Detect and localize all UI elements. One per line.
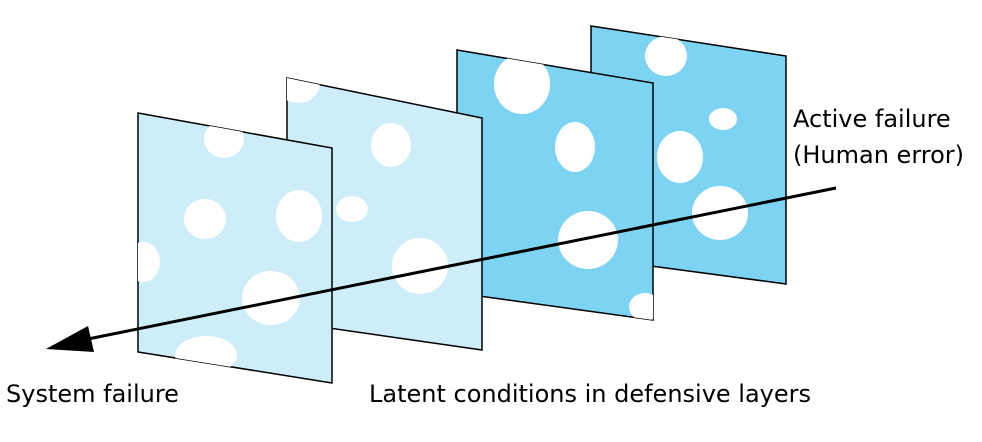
defensive-layer-3 [456, 49, 654, 321]
layer-3-plate [456, 49, 654, 321]
layer-2-holes [287, 78, 448, 294]
layer-4-holes [645, 36, 748, 240]
accident-trajectory [46, 186, 837, 352]
cheese-hole [645, 36, 687, 76]
cheese-hole [287, 78, 320, 103]
cheese-hole [392, 238, 448, 294]
cheese-hole [555, 122, 595, 172]
cheese-hole [657, 131, 703, 183]
cheese-hole [242, 271, 300, 325]
system-failure-label: System failure [6, 380, 179, 408]
cheese-hole [276, 190, 322, 242]
cheese-hole [175, 336, 237, 374]
layer-3-holes [494, 54, 653, 320]
human-error-label: (Human error) [793, 141, 965, 169]
active-failure-label: Active failure [793, 105, 951, 133]
trajectory-line [77, 186, 837, 343]
latent-conditions-label: Latent conditions in defensive layers [369, 380, 812, 408]
defensive-layer-1 [137, 112, 333, 384]
cheese-hole [371, 123, 411, 167]
cheese-hole [494, 54, 550, 114]
defensive-layer-2 [286, 77, 483, 351]
cheese-hole [629, 293, 653, 320]
layer-1-holes [138, 120, 322, 374]
cheese-hole [184, 199, 226, 239]
arrow-left-icon [46, 326, 94, 352]
cheese-hole [138, 242, 160, 282]
cheese-hole [692, 186, 748, 240]
cheese-hole [709, 108, 737, 130]
cheese-hole [558, 211, 618, 269]
cheese-hole [336, 196, 368, 222]
